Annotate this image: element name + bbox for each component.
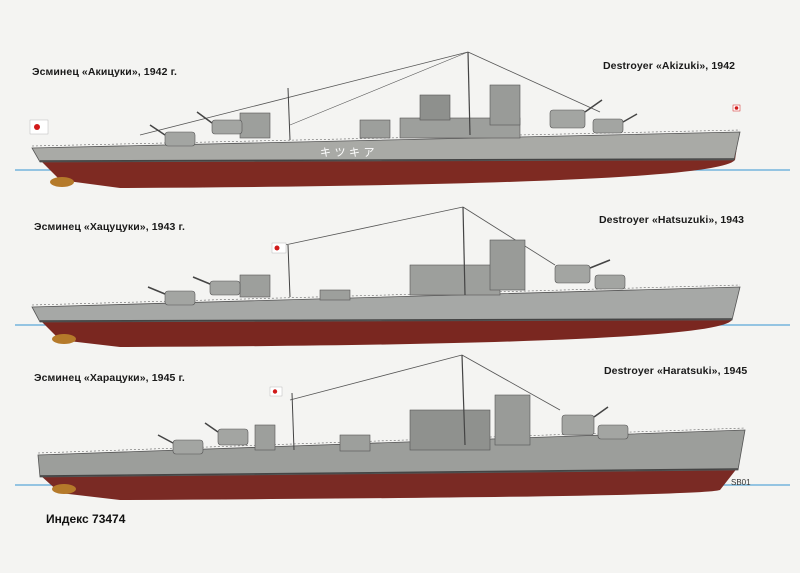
index-label: Индекс 73474 bbox=[46, 512, 126, 526]
caption-ship1-en: Destroyer «Akizuki», 1942 bbox=[603, 60, 736, 72]
propeller-icon bbox=[52, 484, 76, 494]
gun-turret bbox=[592, 118, 624, 134]
gun-turret bbox=[561, 414, 595, 436]
gun-turret bbox=[549, 109, 586, 129]
gun-turret bbox=[217, 428, 249, 446]
ship-haratsuki-profile bbox=[15, 354, 790, 500]
caption-ship1-ru: Эсминец «Акицуки», 1942 г. bbox=[32, 66, 178, 78]
gun-turret bbox=[164, 290, 196, 306]
gun-turret bbox=[594, 274, 626, 290]
gun-turret bbox=[211, 119, 243, 135]
gun-turret bbox=[164, 131, 196, 147]
gun-turret bbox=[209, 280, 241, 296]
lower-hull bbox=[40, 140, 738, 188]
artist-signature: SB01 bbox=[731, 478, 751, 487]
propeller-icon bbox=[52, 334, 76, 344]
hull-marking: キ ツ キ ア bbox=[320, 146, 375, 159]
gun-turret bbox=[597, 424, 629, 440]
ship-akizuki-profile: キ ツ キ ア bbox=[15, 51, 790, 188]
upper-hull bbox=[31, 286, 741, 323]
propeller-icon bbox=[50, 177, 74, 187]
caption-ship3-ru: Эсминец «Харацуки», 1945 г. bbox=[34, 372, 185, 384]
caption-ship3-en: Destroyer «Haratsuki», 1945 bbox=[604, 365, 748, 377]
caption-ship2-en: Destroyer «Hatsuzuki», 1943 bbox=[599, 214, 745, 226]
ship-hatsuzuki-profile bbox=[15, 206, 790, 347]
gun-turret bbox=[172, 439, 204, 455]
gun-turret bbox=[554, 264, 591, 284]
caption-ship2-ru: Эсминец «Хацуцуки», 1943 г. bbox=[34, 221, 185, 233]
